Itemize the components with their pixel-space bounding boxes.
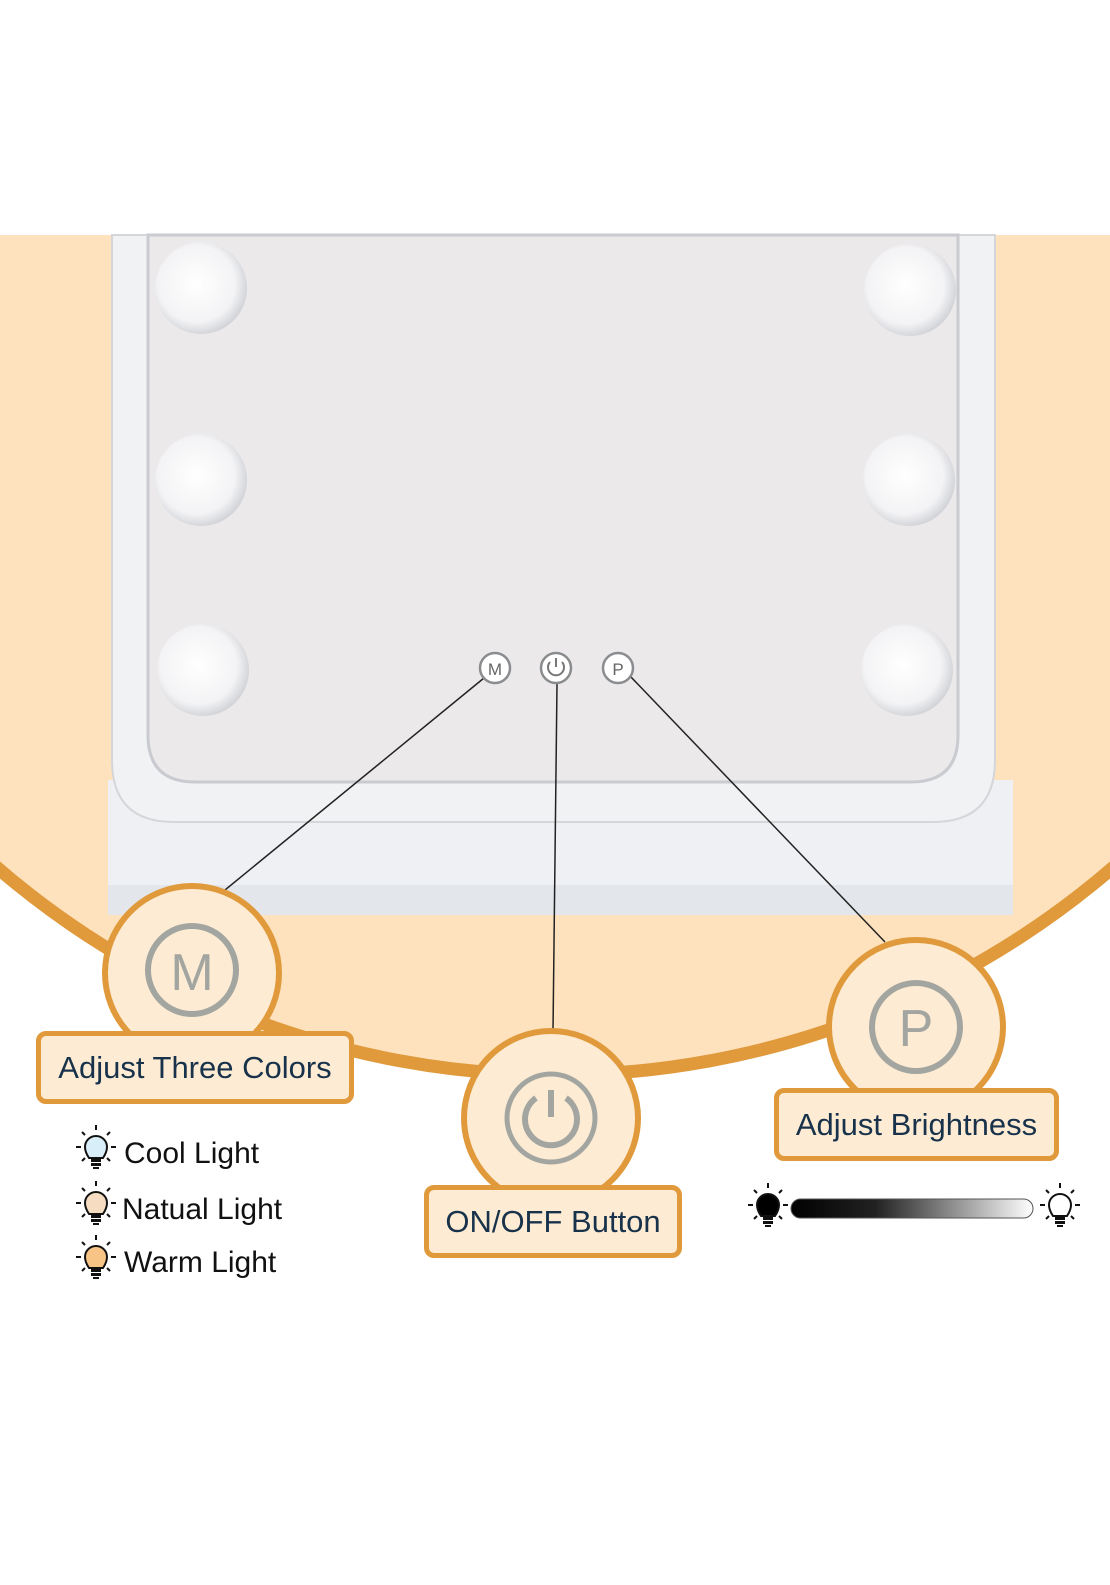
power-callout-circle [461, 1028, 641, 1208]
legend-cool-light: Cool Light [124, 1137, 260, 1170]
touch-buttons: M P [478, 651, 635, 685]
callout-text: ON/OFF Button [445, 1203, 661, 1239]
svg-text:P: P [899, 1000, 934, 1058]
bulb-icon [76, 1235, 116, 1279]
adjust-brightness-label: Adjust Brightness [774, 1088, 1059, 1161]
brightness-gradient-bar [790, 1198, 1034, 1219]
bulb-dark-icon [748, 1183, 788, 1227]
p-touch-button [601, 651, 635, 685]
bulb-icon [76, 1181, 116, 1225]
legend-warm-light: Warm Light [124, 1246, 277, 1279]
p-icon [869, 980, 963, 1074]
bulb-light-icon [1040, 1183, 1080, 1227]
callout-text: Adjust Brightness [795, 1106, 1038, 1142]
mirror-glass [146, 233, 960, 784]
m-icon [145, 923, 239, 1017]
power-touch-button [539, 651, 573, 685]
legend-bulb-icons [76, 1125, 116, 1279]
on-off-button-label: ON/OFF Button [424, 1185, 682, 1258]
legend-natural-light: Natual Light [122, 1193, 283, 1226]
callout-text: Adjust Three Colors [58, 1049, 332, 1085]
adjust-three-colors-label: Adjust Three Colors [36, 1031, 354, 1104]
vanity-bulbs [155, 242, 956, 716]
svg-text:M: M [488, 660, 502, 679]
svg-text:M: M [170, 944, 213, 1002]
brightness-scale [748, 1183, 1080, 1227]
m-touch-button [478, 651, 512, 685]
power-icon [504, 1071, 598, 1165]
leader-lines [224, 675, 886, 1032]
svg-text:P: P [612, 660, 623, 679]
bulb-icon [76, 1125, 116, 1169]
